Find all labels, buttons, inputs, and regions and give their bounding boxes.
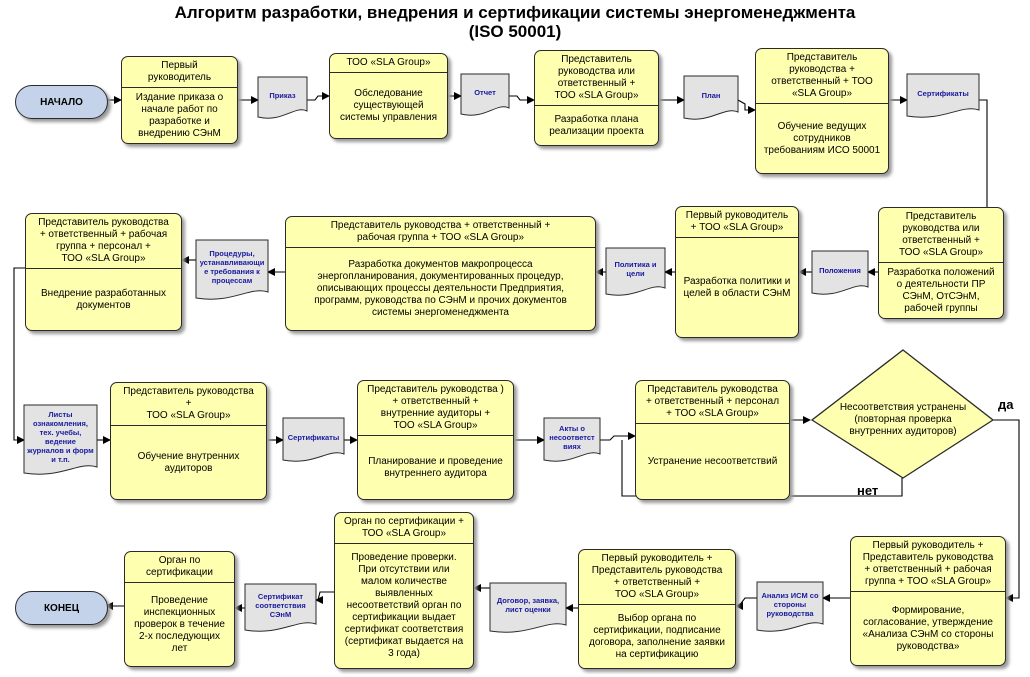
document-procedures: Процедуры, устанавливающи е требования к… <box>195 239 269 302</box>
document-label: Приказ <box>269 90 296 100</box>
document-shape <box>756 581 824 632</box>
start-terminal: НАЧАЛО <box>15 85 108 119</box>
document-conformity-certificate: Сертификат соответствия СЭнМ <box>244 583 317 634</box>
document-label: Процедуры, устанавливающи е требования к… <box>199 249 265 285</box>
document-shape <box>683 75 739 120</box>
step-management-review: Первый руководитель + Представитель руко… <box>850 536 1006 666</box>
step-auditor-training: Представитель руководства + ТОО «SLA Gro… <box>110 382 267 500</box>
step-responsible: Первый руководитель + Представитель руко… <box>851 537 1005 592</box>
document-shape <box>23 404 98 475</box>
document-label: План <box>701 90 721 100</box>
document-label: Положения <box>819 265 861 275</box>
decision-yes-label: да <box>998 397 1014 412</box>
step-action: Обучение внутренних аудиторов <box>137 450 240 474</box>
step-responsible: Представитель руководства или ответствен… <box>879 208 1003 263</box>
document-auditor-certificates: Сертификаты <box>282 417 345 464</box>
diagram-title-line1: Алгоритм разработки, внедрения и сертифи… <box>174 3 856 22</box>
document-familiarization-sheets: Листы ознакомления, тех. учебы, ведение … <box>23 404 98 477</box>
step-responsible: Первый руководитель + Представитель руко… <box>579 550 735 605</box>
step-action: Издание приказа о начале работ по разраб… <box>135 91 224 139</box>
document-label: Сертификат соответствия СЭнМ <box>255 591 306 619</box>
document-order: Приказ <box>257 76 308 121</box>
step-responsible: Первый руководитель <box>122 57 237 88</box>
document-label: Политика и цели <box>614 260 657 278</box>
document-shape <box>543 417 601 462</box>
step-responsible: Представитель руководства + ответственны… <box>286 217 595 248</box>
document-label: Акты о несоответст виях <box>549 423 595 451</box>
step-documents-development: Представитель руководства + ответственны… <box>285 216 596 331</box>
step-documents-implementation: Представитель руководства + ответственны… <box>25 213 182 331</box>
document-label: Сертификаты <box>287 432 340 442</box>
document-label: Сертификаты <box>917 88 969 98</box>
step-action: Проведение проверки. При отсутствии или … <box>344 552 464 659</box>
step-action: Разработка политики и целей в области СЭ… <box>683 275 791 299</box>
step-responsible: Представитель руководства + ответственны… <box>636 381 789 424</box>
step-surveillance-audits: Орган по сертификации Проведение инспекц… <box>124 551 235 667</box>
step-action: Выбор органа по сертификации, подписание… <box>589 612 725 660</box>
document-shape <box>195 239 269 300</box>
document-shape <box>605 247 666 296</box>
step-regulations: Представитель руководства или ответствен… <box>878 207 1004 319</box>
step-action: Планирование и проведение внутреннего ау… <box>368 455 503 479</box>
step-responsible: Представитель руководства + ТОО «SLA Gro… <box>111 383 266 426</box>
step-responsible: Представитель руководства + ответственны… <box>756 49 888 104</box>
document-regulations: Положения <box>811 250 869 297</box>
step-action: Обследование существующей системы управл… <box>340 87 437 123</box>
step-responsible: ТОО «SLA Group» <box>330 54 447 73</box>
step-order-issue: Первый руководитель Издание приказа о на… <box>121 56 238 144</box>
step-responsible: Представитель руководства + ответственны… <box>26 214 181 269</box>
document-label: Отчет <box>474 87 496 97</box>
step-action: Разработка плана реализации проекта <box>549 113 644 137</box>
step-policy-goals: Первый руководитель + ТОО «SLA Group» Ра… <box>675 206 799 338</box>
document-contract-application: Договор, заявка, лист оценки <box>489 582 567 635</box>
step-action: Проведение инспекционных проверок в тече… <box>134 594 225 654</box>
document-shape <box>282 417 345 462</box>
document-management-review: Анализ ИСМ со стороны руководства <box>756 581 824 634</box>
end-terminal: КОНЕЦ <box>15 591 108 625</box>
document-shape <box>811 250 869 295</box>
document-shape <box>906 73 980 118</box>
document-report: Отчет <box>460 73 510 118</box>
step-project-plan: Представитель руководства или ответствен… <box>534 50 659 146</box>
document-shape <box>489 582 567 633</box>
decision-no-label: нет <box>857 483 879 498</box>
step-responsible: Представитель руководства ) + ответствен… <box>358 381 513 436</box>
end-terminal-label: КОНЕЦ <box>43 602 80 614</box>
document-label: Договор, заявка, лист оценки <box>496 596 560 614</box>
diagram-title-line2: (ISO 50001) <box>468 22 562 41</box>
start-terminal-label: НАЧАЛО <box>40 96 83 108</box>
step-action: Внедрение разработанных документов <box>41 287 166 311</box>
step-action: Разработка документов макропроцесса энер… <box>314 259 567 318</box>
step-system-survey: ТОО «SLA Group» Обследование существующе… <box>329 53 448 139</box>
step-responsible: Представитель руководства или ответствен… <box>535 51 658 106</box>
step-responsible: Орган по сертификации <box>125 552 234 583</box>
document-shape <box>257 76 308 119</box>
step-nonconformity-fix: Представитель руководства + ответственны… <box>635 380 790 500</box>
step-internal-audit: Представитель руководства ) + ответствен… <box>357 380 514 500</box>
decision-text: Несоответствия устранены (повторная пров… <box>839 402 967 437</box>
step-responsible: Орган по сертификации + ТОО «SLA Group» <box>335 513 473 544</box>
document-shape <box>460 73 510 116</box>
step-action: Устранение несоответствий <box>647 455 778 467</box>
document-label: Листы ознакомления, тех. учебы, ведение … <box>27 410 94 464</box>
document-policy-goals: Политика и цели <box>605 247 666 298</box>
step-action: Разработка положений о деятельности ПР С… <box>887 266 995 314</box>
step-certification-audit: Орган по сертификации + ТОО «SLA Group» … <box>334 512 474 669</box>
document-certificates: Сертификаты <box>906 73 980 120</box>
document-plan: План <box>683 75 739 122</box>
step-responsible: Первый руководитель + ТОО «SLA Group» <box>676 207 798 238</box>
decision-diamond <box>810 349 995 479</box>
document-label: Анализ ИСМ со стороны руководства <box>761 590 819 618</box>
document-nonconformity-acts: Акты о несоответст виях <box>543 417 601 464</box>
step-action: Обучение ведущих сотрудников требованиям… <box>763 120 881 156</box>
step-action: Формирование, согласование, утверждение … <box>862 604 994 652</box>
step-certification-body-selection: Первый руководитель + Представитель руко… <box>578 549 736 669</box>
step-staff-training: Представитель руководства + ответственны… <box>755 48 889 174</box>
document-shape <box>244 583 317 632</box>
